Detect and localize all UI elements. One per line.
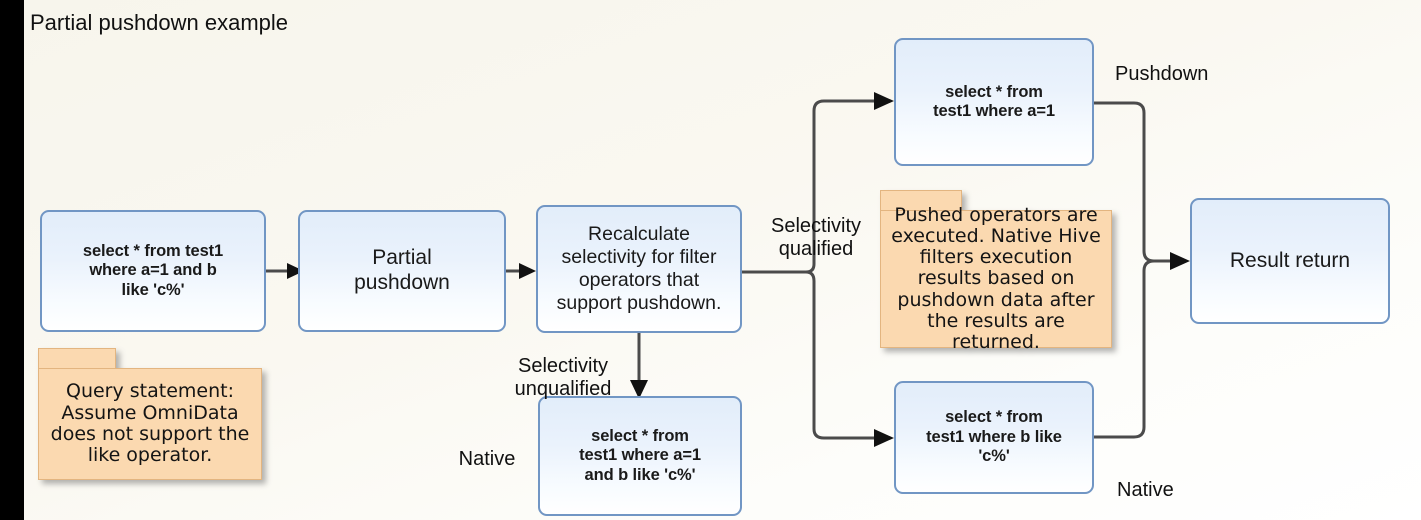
node-partial-pushdown-label: Partial pushdown [354,246,450,294]
arrowhead-split-to-pushdown-a [874,92,894,110]
edge-pushdown-b-to-result [1094,259,1170,439]
note-query-statement-text: Query statement: Assume OmniData does no… [50,380,250,467]
edge-label-selectivity-unqualified-text: Selectivity unqualified [514,355,612,400]
node-pushdown-b[interactable]: select * from test1 where b like 'c%' [894,381,1094,494]
edge-label-selectivity-unqualified: Selectivity unqualified [487,332,639,401]
edge-label-pushdown-top: Pushdown [1115,40,1285,86]
node-partial-pushdown[interactable]: Partial pushdown [298,210,506,332]
edge-label-native-bottom: Native [1117,456,1227,502]
edge-split-to-pushdown-b [805,270,874,440]
note-pushdown-execution-text: Pushed operators are executed. Native Hi… [891,203,1101,354]
node-query-input-label: select * from test1 where a=1 and b like… [82,241,224,299]
node-recalculate-label: Recalculate selectivity for filter opera… [556,223,722,314]
arrowhead-input-to-partial [287,263,304,279]
note-query-statement[interactable]: Query statement: Assume OmniData does no… [38,348,262,480]
note-query-statement-body: Query statement: Assume OmniData does no… [38,368,262,480]
edge-label-native-middle: Native [442,425,532,471]
node-query-input[interactable]: select * from test1 where a=1 and b like… [40,210,266,332]
arrowhead-merge-to-result [1170,252,1190,270]
node-native-full[interactable]: select * from test1 where a=1 and b like… [538,396,742,516]
node-result-return[interactable]: Result return [1190,198,1390,324]
note-pushdown-execution-tab [880,190,962,212]
arrowhead-partial-to-recalc [519,263,536,279]
node-pushdown-a-label: select * from test1 where a=1 [933,82,1055,120]
note-pushdown-execution-body: Pushed operators are executed. Native Hi… [880,204,1112,353]
edge-label-native-middle-text: Native [458,448,516,470]
edge-label-native-bottom-text: Native [1117,479,1174,501]
arrowhead-recalc-to-native [630,380,648,399]
left-black-border [0,0,24,520]
edge-split-to-pushdown-a [805,99,874,274]
edge-label-selectivity-qualified: Selectivity qualified [752,192,880,261]
node-pushdown-a[interactable]: select * from test1 where a=1 [894,38,1094,166]
node-native-full-label: select * from test1 where a=1 and b like… [579,426,701,484]
arrowhead-split-to-pushdown-b [874,429,894,447]
node-pushdown-b-label: select * from test1 where b like 'c%' [926,408,1062,466]
edge-label-pushdown-top-text: Pushdown [1115,63,1209,85]
node-result-return-label: Result return [1229,248,1351,272]
note-pushdown-execution[interactable]: Pushed operators are executed. Native Hi… [880,190,1112,353]
edge-label-selectivity-qualified-text: Selectivity qualified [770,215,862,260]
node-recalculate[interactable]: Recalculate selectivity for filter opera… [536,205,742,333]
page-title: Partial pushdown example [30,10,289,35]
note-query-statement-tab [38,348,116,370]
